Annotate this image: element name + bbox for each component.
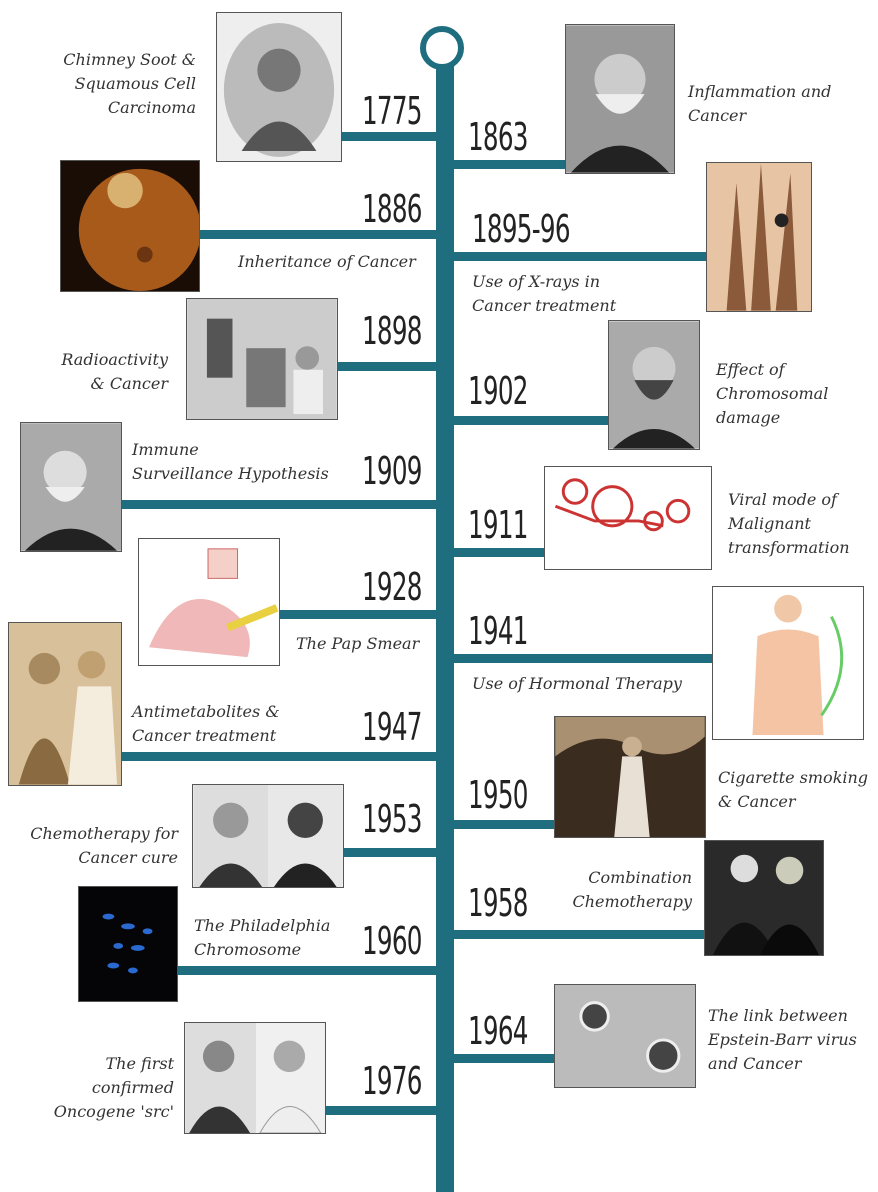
branch-1964	[452, 1054, 556, 1063]
branch-1911	[452, 548, 546, 557]
photo-portrait-1863	[565, 24, 675, 174]
branch-1928	[278, 610, 440, 619]
year-1947: 1947	[362, 708, 422, 746]
year-1960: 1960	[362, 922, 422, 960]
branch-1898	[336, 362, 440, 371]
branch-1902	[452, 416, 610, 425]
branch-1950	[452, 820, 556, 829]
photo-portrait-1902	[608, 320, 700, 450]
photo-portrait-1775	[216, 12, 342, 162]
photo-portrait-1909	[20, 422, 122, 552]
branch-1863	[452, 160, 566, 169]
branch-1775	[340, 132, 440, 141]
label-1941: Use of Hormonal Therapy	[472, 672, 712, 696]
photo-pap-smear-diagram-1928	[138, 538, 280, 666]
branch-1960	[178, 966, 440, 975]
year-1895-96: 1895-96	[472, 210, 570, 248]
year-1976: 1976	[362, 1062, 422, 1100]
branch-1976	[326, 1106, 440, 1115]
branch-1909	[120, 500, 440, 509]
label-1947: Antimetabolites &Cancer treatment	[132, 700, 352, 748]
year-1863: 1863	[468, 118, 528, 156]
photo-ebv-micrograph-1964	[554, 984, 696, 1088]
photo-smoking-1950	[554, 716, 706, 838]
year-1911: 1911	[468, 506, 528, 544]
photo-retina-1886	[60, 160, 200, 292]
label-1928: The Pap Smear	[296, 632, 436, 656]
branch-1941	[452, 654, 714, 663]
photo-rna-structure-1911	[544, 466, 712, 570]
photo-portraits-1976	[184, 1022, 326, 1134]
timeline-spine	[436, 56, 454, 1192]
label-1950: Cigarette smoking& Cancer	[718, 766, 874, 814]
label-1886: Inheritance of Cancer	[238, 250, 438, 274]
branch-1947	[122, 752, 440, 761]
photo-doctor-child-1947	[8, 622, 122, 786]
year-1958: 1958	[468, 884, 528, 922]
year-1898: 1898	[362, 312, 422, 350]
year-1964: 1964	[468, 1012, 528, 1050]
year-1953: 1953	[362, 800, 422, 838]
year-1902: 1902	[468, 372, 528, 410]
year-1928: 1928	[362, 568, 422, 606]
year-1941: 1941	[468, 612, 528, 650]
photo-lab-curies-1898	[186, 298, 338, 420]
photo-hormonal-diagram-1941	[712, 586, 864, 740]
timeline-start-circle	[420, 26, 464, 70]
photo-portraits-1953	[192, 784, 344, 888]
year-1909: 1909	[362, 452, 422, 490]
branch-1958	[452, 930, 706, 939]
photo-chromosomes-1960	[78, 886, 178, 1002]
branch-1895-96	[452, 252, 708, 261]
label-1898: Radioactivity& Cancer	[20, 348, 168, 396]
branch-1953	[344, 848, 440, 857]
year-1775: 1775	[362, 92, 422, 130]
year-1950: 1950	[468, 776, 528, 814]
photo-portraits-1958	[704, 840, 824, 956]
branch-1886	[200, 230, 440, 239]
year-1886: 1886	[362, 190, 422, 228]
photo-xray-hand-1895	[706, 162, 812, 312]
